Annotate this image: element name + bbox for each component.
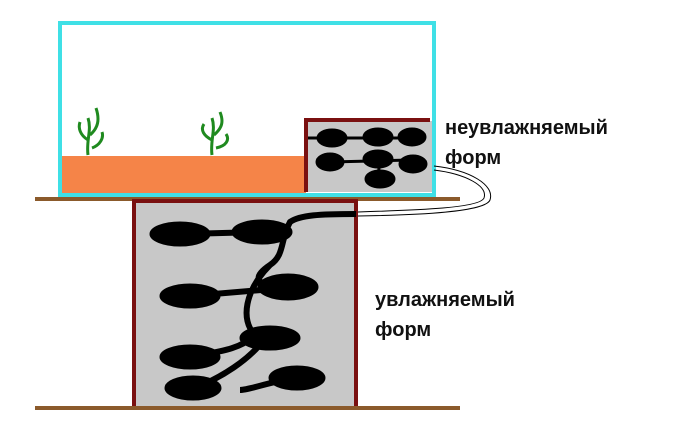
plant-icon <box>77 107 104 156</box>
dry-nest-label: неувлажняемый форм <box>445 113 608 173</box>
wet-nest-label: увлажняемый форм <box>375 285 515 345</box>
substrate <box>62 156 306 193</box>
wet-nest-label-line1: увлажняемый <box>375 289 515 311</box>
dry-nest-label-line1: неувлажняемый <box>445 117 608 139</box>
wet-nest-chambers <box>149 211 357 401</box>
plant-icon <box>200 111 230 156</box>
wet-nest-label-line2: форм <box>375 319 432 341</box>
dry-nest-label-line2: форм <box>445 147 502 169</box>
dry-nest-chambers <box>308 127 428 189</box>
connecting-tube <box>357 165 492 217</box>
dry-nest-border <box>304 118 430 192</box>
